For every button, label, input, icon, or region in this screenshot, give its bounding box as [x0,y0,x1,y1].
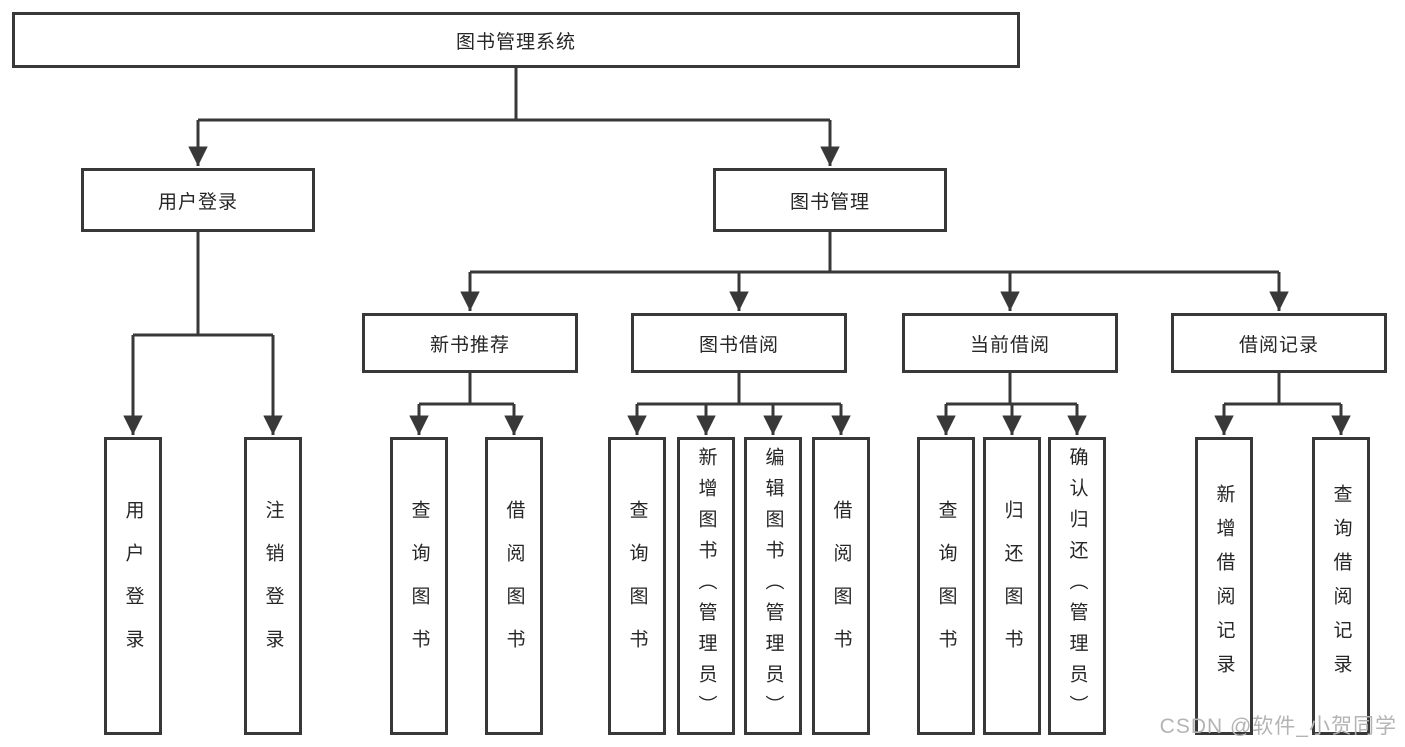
node-label: 图书借阅 [698,334,779,356]
node-borrowing-records: 借阅记录 [1171,313,1387,373]
node-label: 新书推荐 [429,334,510,356]
node-library-management-system: 图书管理系统 [12,12,1020,68]
node-label: 图书管理 [789,191,870,213]
node-label: 当前借阅 [969,334,1050,356]
leaf-query-books-current: 查询图书 [917,437,975,735]
leaf-query-borrow-record: 查询借阅记录 [1312,437,1370,735]
leaf-label: 确认归还（管理员） [1066,446,1088,726]
node-label: 用户登录 [157,191,238,213]
leaf-user-login: 用户登录 [104,437,162,735]
watermark: CSDN @软件_小贺同学 [1159,715,1397,738]
leaf-label: 编辑图书（管理员） [762,446,784,726]
leaf-label: 查询借阅记录 [1330,484,1352,688]
leaf-label: 查询图书 [408,500,430,672]
leaf-label: 注销登录 [262,500,284,672]
node-book-borrowing: 图书借阅 [631,313,847,373]
leaf-confirm-return-admin: 确认归还（管理员） [1048,437,1106,735]
leaf-label: 新增图书（管理员） [695,446,717,726]
node-book-management: 图书管理 [713,168,947,232]
node-user-login: 用户登录 [81,168,315,232]
leaf-edit-book-admin: 编辑图书（管理员） [744,437,802,735]
leaf-add-book-admin: 新增图书（管理员） [677,437,735,735]
leaf-query-books-recommend: 查询图书 [390,437,448,735]
node-label: 借阅记录 [1238,334,1319,356]
node-new-book-recommendation: 新书推荐 [362,313,578,373]
node-current-borrowing: 当前借阅 [902,313,1118,373]
leaf-label: 借阅图书 [503,500,525,672]
leaf-label: 新增借阅记录 [1213,484,1235,688]
leaf-label: 查询图书 [626,500,648,672]
leaf-label: 借阅图书 [830,500,852,672]
node-label: 图书管理系统 [455,31,576,53]
leaf-logout: 注销登录 [244,437,302,735]
leaf-add-borrow-record: 新增借阅记录 [1195,437,1253,735]
leaf-query-books-borrowing: 查询图书 [608,437,666,735]
leaf-label: 归还图书 [1001,500,1023,672]
leaf-label: 查询图书 [935,500,957,672]
leaf-return-books: 归还图书 [983,437,1041,735]
leaf-borrow-books-recommend: 借阅图书 [485,437,543,735]
leaf-borrow-books-borrowing: 借阅图书 [812,437,870,735]
leaf-label: 用户登录 [122,500,144,672]
